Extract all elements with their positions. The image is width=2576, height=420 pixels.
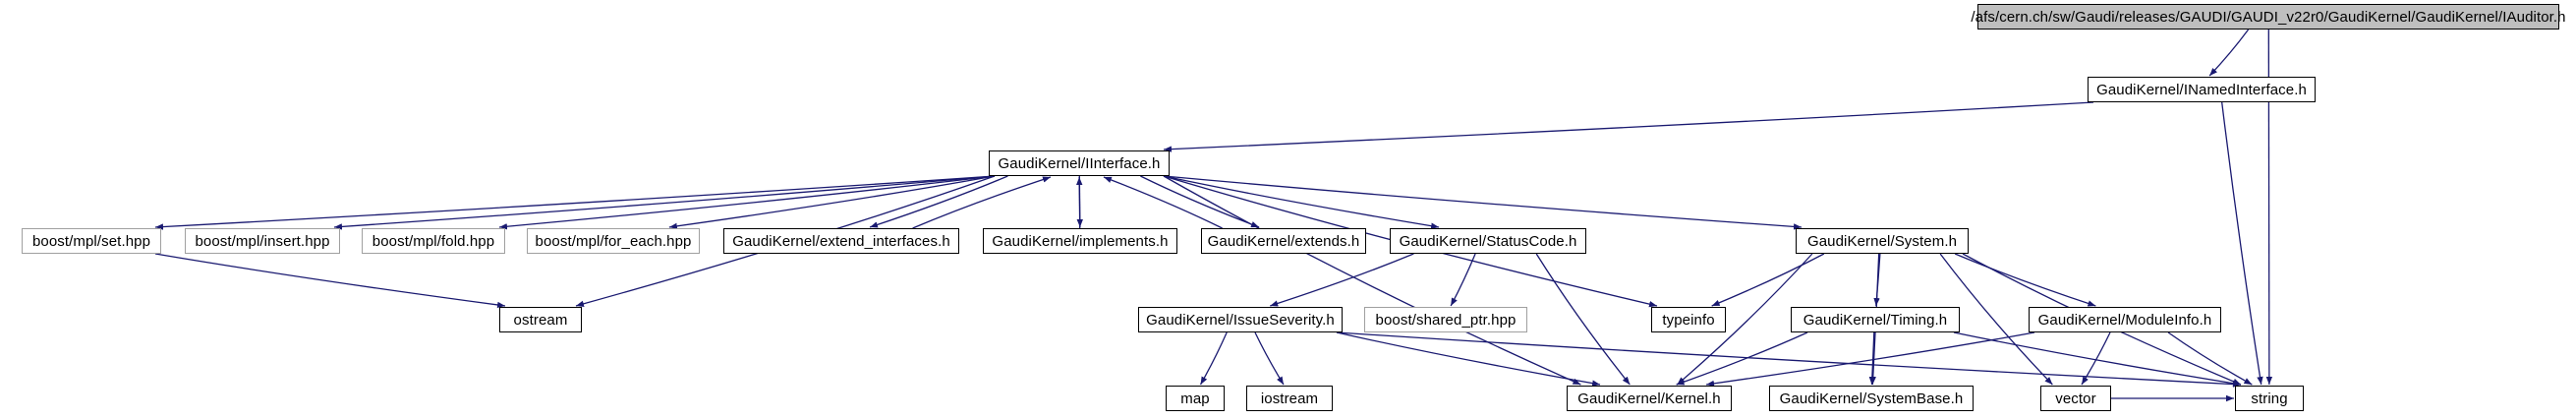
graph-node-string[interactable]: string xyxy=(2235,386,2304,411)
graph-edge-system-to-vector xyxy=(1939,253,2053,386)
graph-node-label: GaudiKernel/IInterface.h xyxy=(998,154,1161,172)
graph-node-label: ostream xyxy=(513,311,568,329)
graph-node-vector[interactable]: vector xyxy=(2040,386,2111,411)
graph-edge-issueseverity-to-string xyxy=(1336,331,2242,388)
graph-edge-issueseverity-to-iostream xyxy=(1254,331,1285,386)
graph-edge-iinterface-to-extendif xyxy=(869,175,1008,228)
graph-node-label: boost/mpl/for_each.hpp xyxy=(535,232,692,250)
graph-node-label: vector xyxy=(2055,390,2096,407)
graph-node-ostream[interactable]: ostream xyxy=(499,307,582,332)
graph-node-label: GaudiKernel/ModuleInfo.h xyxy=(2037,311,2212,329)
graph-node-timing[interactable]: GaudiKernel/Timing.h xyxy=(1791,307,1960,332)
graph-node-map[interactable]: map xyxy=(1166,386,1225,411)
graph-edge-iinterface-to-mplinsert xyxy=(333,175,996,230)
graph-node-label: boost/shared_ptr.hpp xyxy=(1375,311,1517,329)
graph-node-label: string xyxy=(2251,390,2288,407)
graph-edge-mplset-to-ostream xyxy=(154,253,506,309)
graph-node-extends[interactable]: GaudiKernel/extends.h xyxy=(1201,228,1366,254)
graph-edge-implements-to-iinterface xyxy=(1076,176,1083,229)
graph-edge-moduleinfo-to-vector xyxy=(2081,331,2111,386)
graph-edge-statuscode-to-sharedptr xyxy=(1450,253,1476,307)
graph-node-kernel[interactable]: GaudiKernel/Kernel.h xyxy=(1567,386,1732,411)
graph-node-label: GaudiKernel/extends.h xyxy=(1207,232,1360,250)
graph-edge-iinterface-to-mplfold xyxy=(498,175,996,230)
graph-node-issueseverity[interactable]: GaudiKernel/IssueSeverity.h xyxy=(1138,307,1343,332)
graph-edge-timing-to-kernel xyxy=(1676,331,1808,386)
graph-edge-statuscode-to-kernel xyxy=(1535,253,1631,386)
graph-node-label: GaudiKernel/System.h xyxy=(1806,232,1958,250)
graph-node-system[interactable]: GaudiKernel/System.h xyxy=(1796,228,1969,254)
graph-node-mplforeach[interactable]: boost/mpl/for_each.hpp xyxy=(527,228,700,254)
graph-node-label: GaudiKernel/Timing.h xyxy=(1803,311,1948,329)
graph-node-inamed[interactable]: GaudiKernel/INamedInterface.h xyxy=(2088,77,2316,102)
graph-edge-iinterface-to-mplset xyxy=(154,175,996,230)
graph-node-label: typeinfo xyxy=(1662,311,1715,329)
graph-node-label: iostream xyxy=(1260,390,1319,407)
graph-node-label: GaudiKernel/Kernel.h xyxy=(1577,390,1721,407)
graph-edge-moduleinfo-to-kernel xyxy=(1705,331,2035,388)
graph-node-statuscode[interactable]: GaudiKernel/StatusCode.h xyxy=(1390,228,1586,254)
graph-edge-iinterface-to-kernel xyxy=(1163,175,1581,386)
graph-node-systembase[interactable]: GaudiKernel/SystemBase.h xyxy=(1769,386,1974,411)
graph-node-label: /afs/cern.ch/sw/Gaudi/releases/GAUDI/GAU… xyxy=(1971,8,2566,26)
graph-node-label: GaudiKernel/StatusCode.h xyxy=(1399,232,1577,250)
graph-edge-iinterface-to-extends xyxy=(1140,175,1260,228)
graph-edge-root-to-inamed xyxy=(2208,29,2250,77)
graph-edge-timing-to-string xyxy=(1953,331,2242,387)
graph-edge-extendif-to-iinterface xyxy=(912,176,1052,229)
graph-node-label: boost/mpl/set.hpp xyxy=(31,232,151,250)
graph-node-label: GaudiKernel/INamedInterface.h xyxy=(2096,81,2307,98)
graph-node-mplinsert[interactable]: boost/mpl/insert.hpp xyxy=(185,228,340,254)
graph-edge-inamed-to-string xyxy=(2221,101,2263,386)
graph-edge-system-to-kernel xyxy=(1677,253,1813,386)
graph-edge-inamed-to-iinterface xyxy=(1163,101,2094,152)
graph-node-label: GaudiKernel/extend_interfaces.h xyxy=(732,232,950,250)
graph-edge-system-to-moduleinfo xyxy=(1954,253,2096,307)
graph-node-label: GaudiKernel/SystemBase.h xyxy=(1779,390,1964,407)
graph-node-root[interactable]: /afs/cern.ch/sw/Gaudi/releases/GAUDI/GAU… xyxy=(1971,4,2566,30)
graph-edge-iinterface-to-statuscode xyxy=(1163,175,1440,229)
graph-node-label: boost/mpl/fold.hpp xyxy=(372,232,495,250)
graph-node-sharedptr[interactable]: boost/shared_ptr.hpp xyxy=(1364,307,1527,332)
graph-node-extendif[interactable]: GaudiKernel/extend_interfaces.h xyxy=(723,228,959,254)
graph-edge-issueseverity-to-kernel xyxy=(1336,331,1601,387)
graph-edge-iinterface-to-system xyxy=(1163,175,1803,230)
graph-node-implements[interactable]: GaudiKernel/implements.h xyxy=(983,228,1177,254)
graph-node-iostream[interactable]: iostream xyxy=(1246,386,1333,411)
graph-edge-issueseverity-to-map xyxy=(1199,331,1228,386)
graph-edge-moduleinfo-to-string xyxy=(2167,331,2253,386)
graph-edge-iinterface-to-mplforeach xyxy=(668,175,996,230)
graph-edge-timing-to-systembase xyxy=(1868,331,1876,386)
graph-node-mplset[interactable]: boost/mpl/set.hpp xyxy=(22,228,161,254)
graph-node-label: GaudiKernel/IssueSeverity.h xyxy=(1146,311,1335,329)
graph-edge-system-to-typeinfo xyxy=(1711,253,1825,307)
graph-node-typeinfo[interactable]: typeinfo xyxy=(1651,307,1726,332)
graph-node-label: GaudiKernel/implements.h xyxy=(992,232,1169,250)
graph-node-iinterface[interactable]: GaudiKernel/IInterface.h xyxy=(989,150,1170,176)
graph-node-mplfold[interactable]: boost/mpl/fold.hpp xyxy=(362,228,505,254)
graph-node-label: boost/mpl/insert.hpp xyxy=(195,232,330,250)
graph-node-label: map xyxy=(1180,390,1210,407)
graph-node-moduleinfo[interactable]: GaudiKernel/ModuleInfo.h xyxy=(2029,307,2221,332)
graph-edge-extends-to-iinterface xyxy=(1103,176,1223,229)
graph-edge-statuscode-to-issueseverity xyxy=(1270,253,1414,307)
